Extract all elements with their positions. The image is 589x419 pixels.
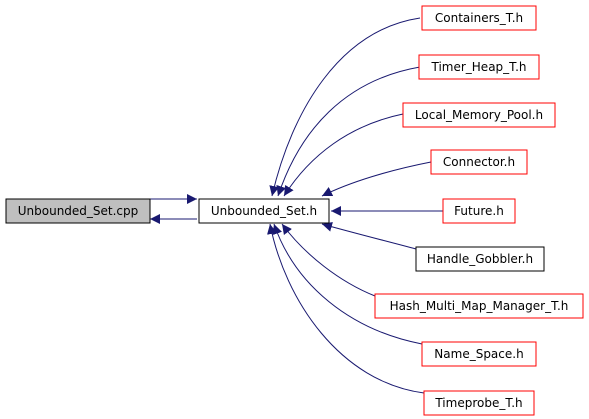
edge-connector-to-header: [321, 161, 432, 197]
edges: [150, 17, 443, 394]
node-unbounded-set-h[interactable]: Unbounded_Set.h: [198, 198, 330, 224]
edge-containers-to-header: [269, 17, 421, 197]
node-name-space-h[interactable]: Name_Space.h: [421, 341, 537, 367]
node-timeprobe-t-h[interactable]: Timeprobe_T.h: [423, 390, 535, 416]
node-hash-multi-map-manager-t-h[interactable]: Hash_Multi_Map_Manager_T.h: [374, 293, 584, 319]
node-handle-gobbler-h[interactable]: Handle_Gobbler.h: [415, 246, 545, 272]
node-label: Hash_Multi_Map_Manager_T.h: [390, 299, 569, 313]
node-box: [421, 341, 537, 367]
node-future-h[interactable]: Future.h: [442, 198, 516, 224]
node-label: Timer_Heap_T.h: [430, 60, 526, 74]
node-label: Unbounded_Set.cpp: [18, 204, 139, 218]
node-box: [415, 246, 545, 272]
node-box: [198, 198, 330, 224]
node-label: Future.h: [454, 204, 504, 218]
node-label: Local_Memory_Pool.h: [415, 108, 543, 122]
node-box: [418, 54, 540, 80]
node-timer-heap-t-h[interactable]: Timer_Heap_T.h: [418, 54, 540, 80]
node-label: Name_Space.h: [434, 347, 523, 361]
node-unbounded-set-cpp[interactable]: Unbounded_Set.cpp: [5, 198, 151, 224]
edge-name-space-to-header: [272, 223, 423, 345]
edge-timer-heap-to-header: [276, 66, 421, 197]
edge-handle-gobbler-to-header: [321, 221, 417, 250]
node-label: Timeprobe_T.h: [434, 396, 522, 410]
node-connector-h[interactable]: Connector.h: [430, 149, 528, 175]
node-containers-t-h[interactable]: Containers_T.h: [421, 5, 537, 31]
node-box: [430, 149, 528, 175]
edge-timeprobe-to-header: [267, 223, 425, 394]
node-box: [423, 390, 535, 416]
node-label: Handle_Gobbler.h: [427, 252, 533, 266]
node-label: Containers_T.h: [435, 11, 523, 25]
node-local-memory-pool-h[interactable]: Local_Memory_Pool.h: [402, 102, 556, 128]
node-box: [374, 293, 584, 319]
edge-hash-multi-map-to-header: [281, 223, 376, 297]
node-label: Connector.h: [443, 155, 515, 169]
node-label: Unbounded_Set.h: [211, 204, 317, 218]
node-box: [421, 5, 537, 31]
node-box: [5, 198, 151, 224]
node-box: [442, 198, 516, 224]
node-box: [402, 102, 556, 128]
nodes: Unbounded_Set.cpp Unbounded_Set.h Contai…: [5, 5, 584, 416]
edge-local-memory-pool-to-header: [283, 113, 404, 197]
